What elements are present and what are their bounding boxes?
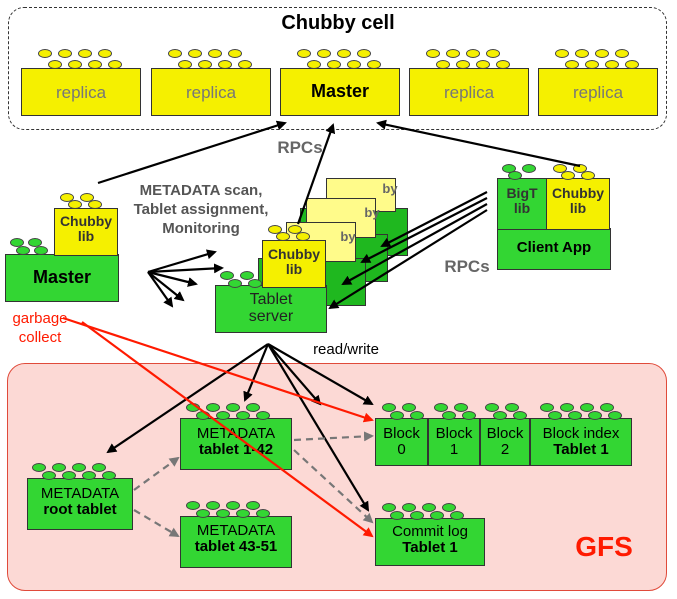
- chubby-brick-label: Master: [310, 81, 370, 101]
- chubby-brick-label: replica: [572, 83, 624, 102]
- stack-fragment: by: [364, 205, 380, 220]
- stack-fragment: by: [340, 229, 356, 244]
- chubby-cell-region: [8, 7, 667, 130]
- rpcs-top-label: RPCs: [277, 138, 323, 157]
- chubby-brick-label: replica: [443, 83, 495, 102]
- chubby-brick-label: replica: [185, 83, 237, 102]
- read-write-label: read/write: [313, 341, 379, 358]
- gfs-label: GFS: [575, 531, 633, 562]
- chubby-brick-label: replica: [55, 83, 107, 102]
- chubby-cell-title: Chubby cell: [281, 12, 395, 34]
- gfs-region: [7, 363, 667, 591]
- rpcs-right-label: RPCs: [444, 257, 490, 276]
- master-duties-label: METADATA scan, Tablet assignment, Monito…: [133, 182, 269, 237]
- master-label: Master: [32, 267, 92, 287]
- client-app-label: Client App: [516, 239, 592, 256]
- stack-fragment: by: [382, 181, 398, 196]
